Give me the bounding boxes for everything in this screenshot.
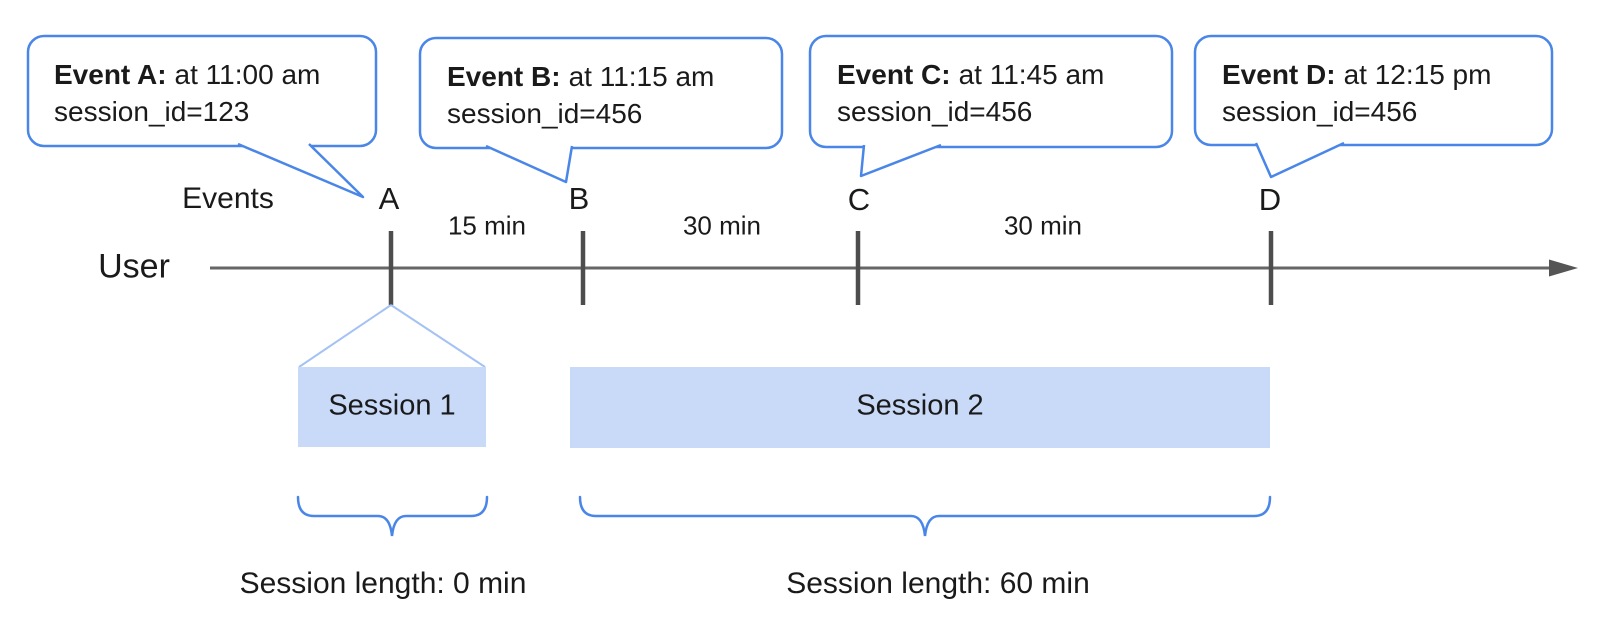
event-title: Event B: — [447, 61, 561, 92]
session1-box-label: Session 1 — [328, 389, 456, 422]
timeline-arrowhead-icon — [1549, 259, 1578, 277]
session2-length-label: Session length: 60 min — [786, 567, 1090, 600]
session1-funnel-left-line — [298, 304, 392, 368]
callout-tail-event-b — [485, 144, 574, 184]
callout-tail-event-c — [859, 143, 942, 178]
interval-b-c-label: 30 min — [682, 210, 762, 241]
event-session-id: session_id=456 — [447, 98, 643, 129]
session2-box-label: Session 2 — [856, 389, 984, 422]
event-title: Event D: — [1222, 59, 1336, 90]
callout-bubble-event-c — [808, 34, 1174, 149]
interval-a-b-label: 15 min — [447, 210, 527, 241]
event-time: at 11:45 am — [958, 59, 1105, 90]
callout-text-event-d: Event D:at 12:15 pm session_id=456 — [1222, 56, 1491, 130]
event-marker-d: D — [1258, 182, 1282, 217]
session2-brace — [578, 495, 1272, 537]
event-time: at 11:15 am — [568, 61, 715, 92]
event-time: at 11:00 am — [174, 59, 321, 90]
callout-line1: Event D:at 12:15 pm — [1222, 56, 1491, 93]
callout-text-event-a: Event A:at 11:00 am session_id=123 — [54, 56, 320, 130]
event-time: at 12:15 pm — [1343, 59, 1492, 90]
event-session-id: session_id=123 — [54, 96, 250, 127]
callout-bubble-event-b — [418, 36, 784, 150]
event-marker-c: C — [847, 182, 871, 217]
callout-bubble-event-a — [26, 34, 378, 148]
session1-length-label: Session length: 0 min — [239, 567, 527, 600]
event-marker-b: B — [568, 181, 590, 216]
callout-line1: Event A:at 11:00 am — [54, 56, 320, 93]
callout-tail-event-a — [237, 142, 365, 199]
session1-brace — [296, 495, 489, 537]
callout-text-event-c: Event C:at 11:45 am session_id=456 — [837, 56, 1104, 130]
session2-box — [570, 367, 1270, 448]
user-axis-label: User — [98, 247, 170, 286]
event-session-id: session_id=456 — [1222, 96, 1418, 127]
events-axis-label: Events — [182, 182, 274, 215]
event-title: Event A: — [54, 59, 167, 90]
callout-line1: Event C:at 11:45 am — [837, 56, 1104, 93]
callout-bubble-event-d — [1193, 34, 1554, 147]
session1-funnel-right-line — [390, 304, 486, 368]
callout-tail-event-d — [1254, 141, 1345, 179]
event-session-id: session_id=456 — [837, 96, 1033, 127]
callout-text-event-b: Event B:at 11:15 am session_id=456 — [447, 58, 714, 132]
event-title: Event C: — [837, 59, 951, 90]
session1-box — [298, 367, 486, 447]
event-marker-a: A — [378, 181, 400, 216]
interval-c-d-label: 30 min — [1003, 210, 1083, 241]
callout-line1: Event B:at 11:15 am — [447, 58, 714, 95]
